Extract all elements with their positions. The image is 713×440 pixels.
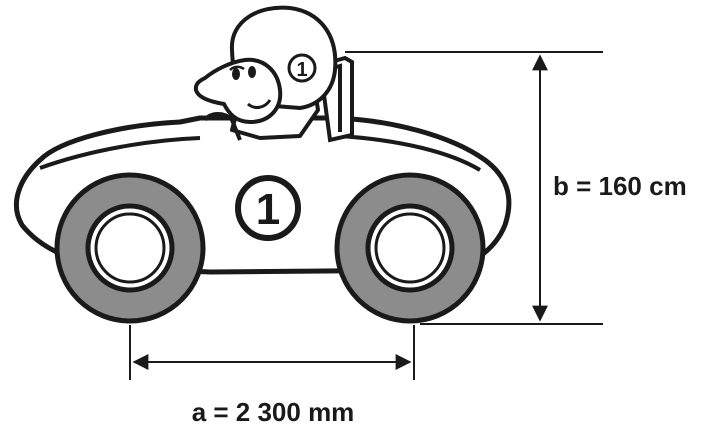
wheelbase-label: a = 2 300 mm	[192, 397, 355, 427]
wheelbase-dimension	[129, 325, 415, 380]
height-label: b = 160 cm	[553, 171, 687, 201]
front-wheel	[334, 172, 486, 324]
door-badge	[235, 175, 301, 241]
helmet-number: 1	[296, 59, 307, 81]
driver	[193, 5, 338, 141]
rear-wheel	[54, 172, 206, 324]
height-dimension	[345, 51, 603, 325]
steering-wheel	[203, 112, 242, 141]
helmet-badge	[287, 53, 317, 83]
door-number: 1	[256, 185, 280, 234]
